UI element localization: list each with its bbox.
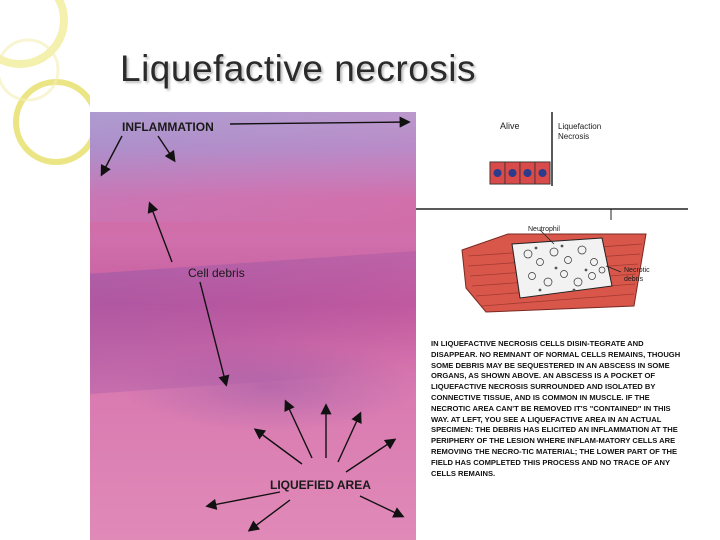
- decorative-rings: [0, 0, 90, 165]
- necrotic-label-line2: debris: [624, 276, 644, 283]
- cell-debris-label: Cell debris: [188, 266, 245, 280]
- explanation-panel: IN LIQUEFACTIVE NECROSIS CELLS DISIN-TEG…: [416, 334, 688, 540]
- liquefied-area-label: LIQUEFIED AREA: [270, 478, 371, 492]
- muscle-abscess-icon: [461, 229, 647, 313]
- liquefaction-label-line1: Liquefaction: [558, 122, 602, 131]
- slide-title: Liquefactive necrosis: [120, 48, 477, 89]
- diagram-graphics: [416, 112, 688, 313]
- explanation-text: IN LIQUEFACTIVE NECROSIS CELLS DISIN-TEG…: [431, 339, 681, 478]
- schematic-diagram: Alive Liquefaction Necrosis Neutrophil N…: [416, 112, 688, 334]
- alive-label: Alive: [500, 121, 520, 131]
- micrograph-arrows: [100, 116, 411, 532]
- liquefaction-label-line2: Necrosis: [558, 132, 590, 141]
- neutrophil-label: Neutrophil: [528, 226, 560, 233]
- micrograph-image: INFLAMMATION Cell debris LIQUEFIED AREA: [90, 112, 416, 540]
- necrotic-label-line1: Necrotic: [624, 267, 650, 274]
- alive-cells-icon: [489, 161, 551, 185]
- inflammation-label: INFLAMMATION: [122, 120, 214, 134]
